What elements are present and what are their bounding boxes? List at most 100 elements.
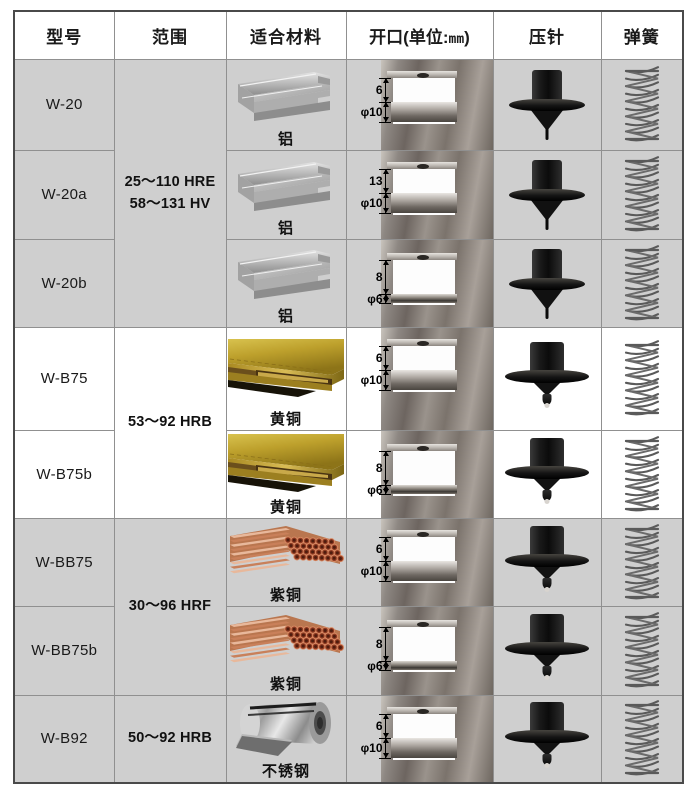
brass-sheet-image [228, 434, 344, 492]
coil-spring [602, 60, 683, 150]
material-cell: 黄铜 [225, 430, 347, 519]
range-label: 25～110 HRE 58～131 HV [124, 174, 216, 212]
coil-spring [602, 519, 683, 606]
indenter-tip [542, 489, 552, 501]
material-cell: 紫铜 [225, 606, 347, 696]
table-row: W-20a 铝 13 φ10 [13, 150, 684, 240]
material-cell: 紫铜 [225, 518, 347, 607]
indenter-barrel [530, 437, 564, 468]
indenter-ball [544, 586, 550, 592]
top-dimension-label: 6 [375, 83, 383, 97]
spring-cell [600, 327, 684, 431]
coil-spring [602, 696, 683, 782]
opening-diagram: 6 φ10 [347, 519, 493, 606]
indenter-tip [545, 306, 549, 319]
bore-dimension-tick-lower [378, 758, 391, 759]
bore-dimension-label: φ10 [360, 105, 383, 119]
indenter-tip [542, 394, 552, 405]
indenter-cell [492, 327, 602, 431]
material-label: 紫铜 [269, 676, 302, 693]
coil-spring [602, 431, 683, 518]
column-header-model: 型号 [13, 10, 115, 60]
bore-dimension-label: φ10 [360, 741, 383, 755]
indenter-cell [492, 59, 602, 151]
column-header-opening: 开口(单位:mm) [345, 10, 494, 60]
bore-dimension-arrow [382, 561, 389, 581]
indenter-barrel [532, 70, 562, 102]
ball-point-image [501, 524, 593, 602]
bore-dimension-arrow [382, 661, 389, 670]
opening-header-unit: mm [448, 32, 465, 47]
coil-spring-image [624, 523, 659, 599]
model-cell: W-20b [13, 239, 115, 328]
indenter-cone [530, 109, 564, 131]
top-dimension-label: 6 [375, 542, 383, 556]
indenter-flange [505, 370, 589, 383]
model-cell: W-B75b [13, 430, 115, 519]
indenter-flange [505, 465, 589, 479]
model-label: W-BB75b [31, 642, 98, 659]
opening-header-tail: ) [464, 28, 470, 47]
coil-spring [602, 240, 683, 327]
opening-header-main: 开口(单位: [369, 28, 449, 47]
indenter-flange [509, 277, 585, 290]
indenter-tip [545, 218, 549, 230]
material-image-wrap [227, 240, 346, 308]
range-cell: 53～92 HRB [113, 327, 227, 519]
opening-cell: 13 φ10 [345, 150, 494, 240]
indenter-cone [531, 563, 563, 580]
model-label: W-20a [41, 186, 87, 203]
top-dimension-arrow [382, 537, 389, 561]
top-dimension-label: 8 [375, 637, 383, 651]
opening-diagram: 6 φ10 [347, 328, 493, 430]
spring-cell [600, 606, 684, 696]
indenter-cell [492, 518, 602, 607]
indenter-cell [492, 430, 602, 519]
coil-spring [602, 607, 683, 695]
indenter-barrel [532, 248, 562, 281]
ball-point-image [501, 340, 593, 418]
range-label: 50～92 HRB [128, 730, 212, 747]
coil-spring-image [624, 340, 659, 416]
coil-spring-image [624, 612, 659, 688]
steel-coil-image [236, 702, 331, 757]
indenter-barrel [530, 525, 564, 556]
model-cell: W-B75 [13, 327, 115, 431]
bore-dimension-label: φ6 [367, 658, 383, 673]
top-dimension-tick-upper [378, 537, 391, 538]
model-label: W-B92 [40, 729, 88, 747]
material-label: 铝 [277, 220, 294, 237]
bore-dimension-label: φ6 [367, 482, 383, 497]
indenter-barrel [532, 160, 562, 192]
model-cell: W-20 [13, 59, 115, 151]
aluminum-profile-image [238, 250, 330, 299]
anvil-nub [416, 709, 429, 714]
indenter-cell [492, 239, 602, 328]
bore-dimension-tick-lower [378, 213, 391, 214]
bore-dimension-arrow [382, 294, 389, 303]
top-dimension-tick-upper [378, 451, 391, 452]
probe-rod [390, 193, 457, 213]
range-cell: 25～110 HRE 58～131 HV [113, 59, 227, 328]
indenter-tip [542, 577, 552, 589]
bore-dimension-label: φ10 [360, 373, 383, 387]
aluminum-profile-image [238, 71, 330, 121]
probe-rod [390, 102, 457, 122]
opening-cell: 8 φ6 [345, 430, 494, 519]
indenter-cone [530, 199, 564, 221]
table-header: 型号 范围 适合材料 开口(单位:mm) 压针 弹簧 [13, 10, 684, 60]
range-label: 30～96 HRF [128, 598, 212, 615]
header-row: 型号 范围 适合材料 开口(单位:mm) 压针 弹簧 [13, 10, 684, 60]
top-dimension-arrow [382, 714, 389, 738]
indenter-cone [531, 652, 563, 668]
top-dimension-label: 13 [369, 174, 383, 188]
top-dimension-arrow [382, 451, 389, 485]
opening-diagram: 8 φ6 [347, 607, 493, 695]
indenter-cone [531, 475, 563, 492]
top-dimension-arrow [382, 78, 389, 102]
indenter-ball [544, 498, 550, 504]
coil-spring [602, 328, 683, 430]
bore-dimension-tick-lower [378, 390, 391, 391]
